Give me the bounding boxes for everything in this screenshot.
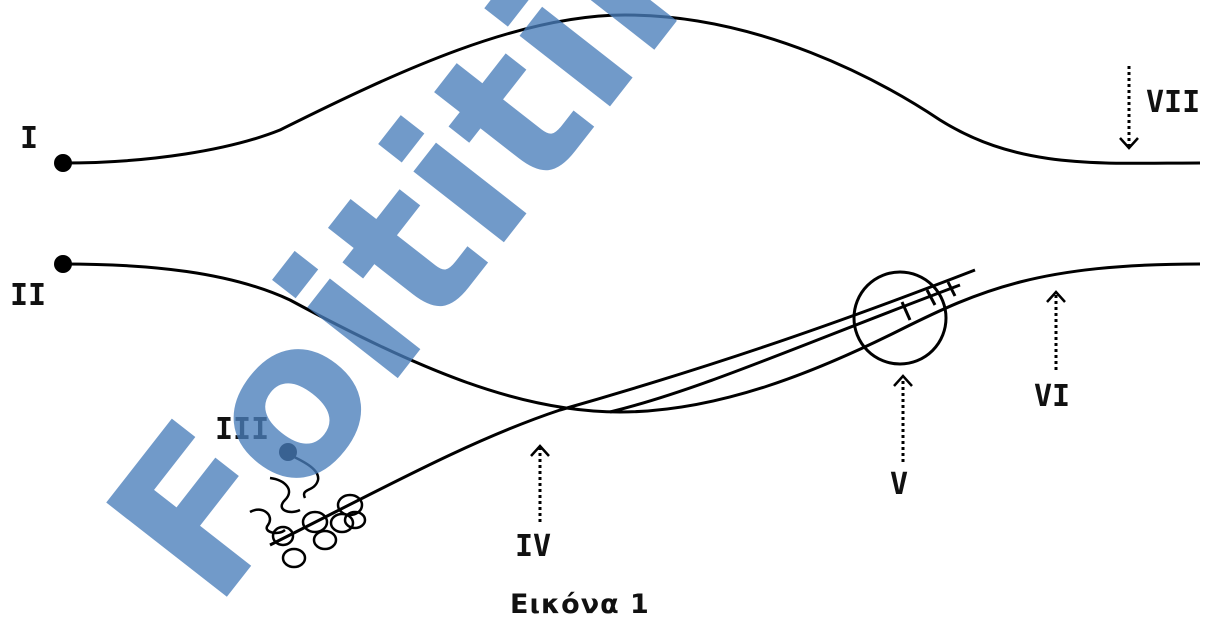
hatch-3: [946, 281, 957, 297]
label-i: I: [20, 121, 38, 156]
hatch-2: [925, 289, 937, 306]
label-vii: VII: [1146, 85, 1200, 120]
strand-i: [62, 13, 1201, 165]
arrow-v: [893, 374, 913, 462]
watermark: Foititikanea.gr: [61, 0, 1216, 621]
arrow-vi: [1046, 290, 1066, 370]
hatch-1: [900, 301, 912, 321]
arrow-iv: [530, 444, 550, 522]
label-iv: IV: [515, 529, 551, 564]
new-strand-outer: [269, 268, 976, 547]
arrow-vii: [1119, 66, 1139, 150]
strand-ii-end-dot: [54, 255, 72, 273]
strand-ii: [62, 262, 1201, 414]
label-vi: VI: [1034, 379, 1070, 414]
new-strand-inner: [609, 283, 961, 414]
enzyme-complex: [249, 453, 367, 569]
region-v-circle: [852, 270, 948, 366]
figure-caption: Εικόνα 1: [510, 589, 650, 620]
label-v: V: [890, 467, 908, 502]
label-ii: II: [10, 278, 46, 313]
label-iii: III: [215, 412, 269, 447]
strand-i-end-dot: [54, 154, 72, 172]
